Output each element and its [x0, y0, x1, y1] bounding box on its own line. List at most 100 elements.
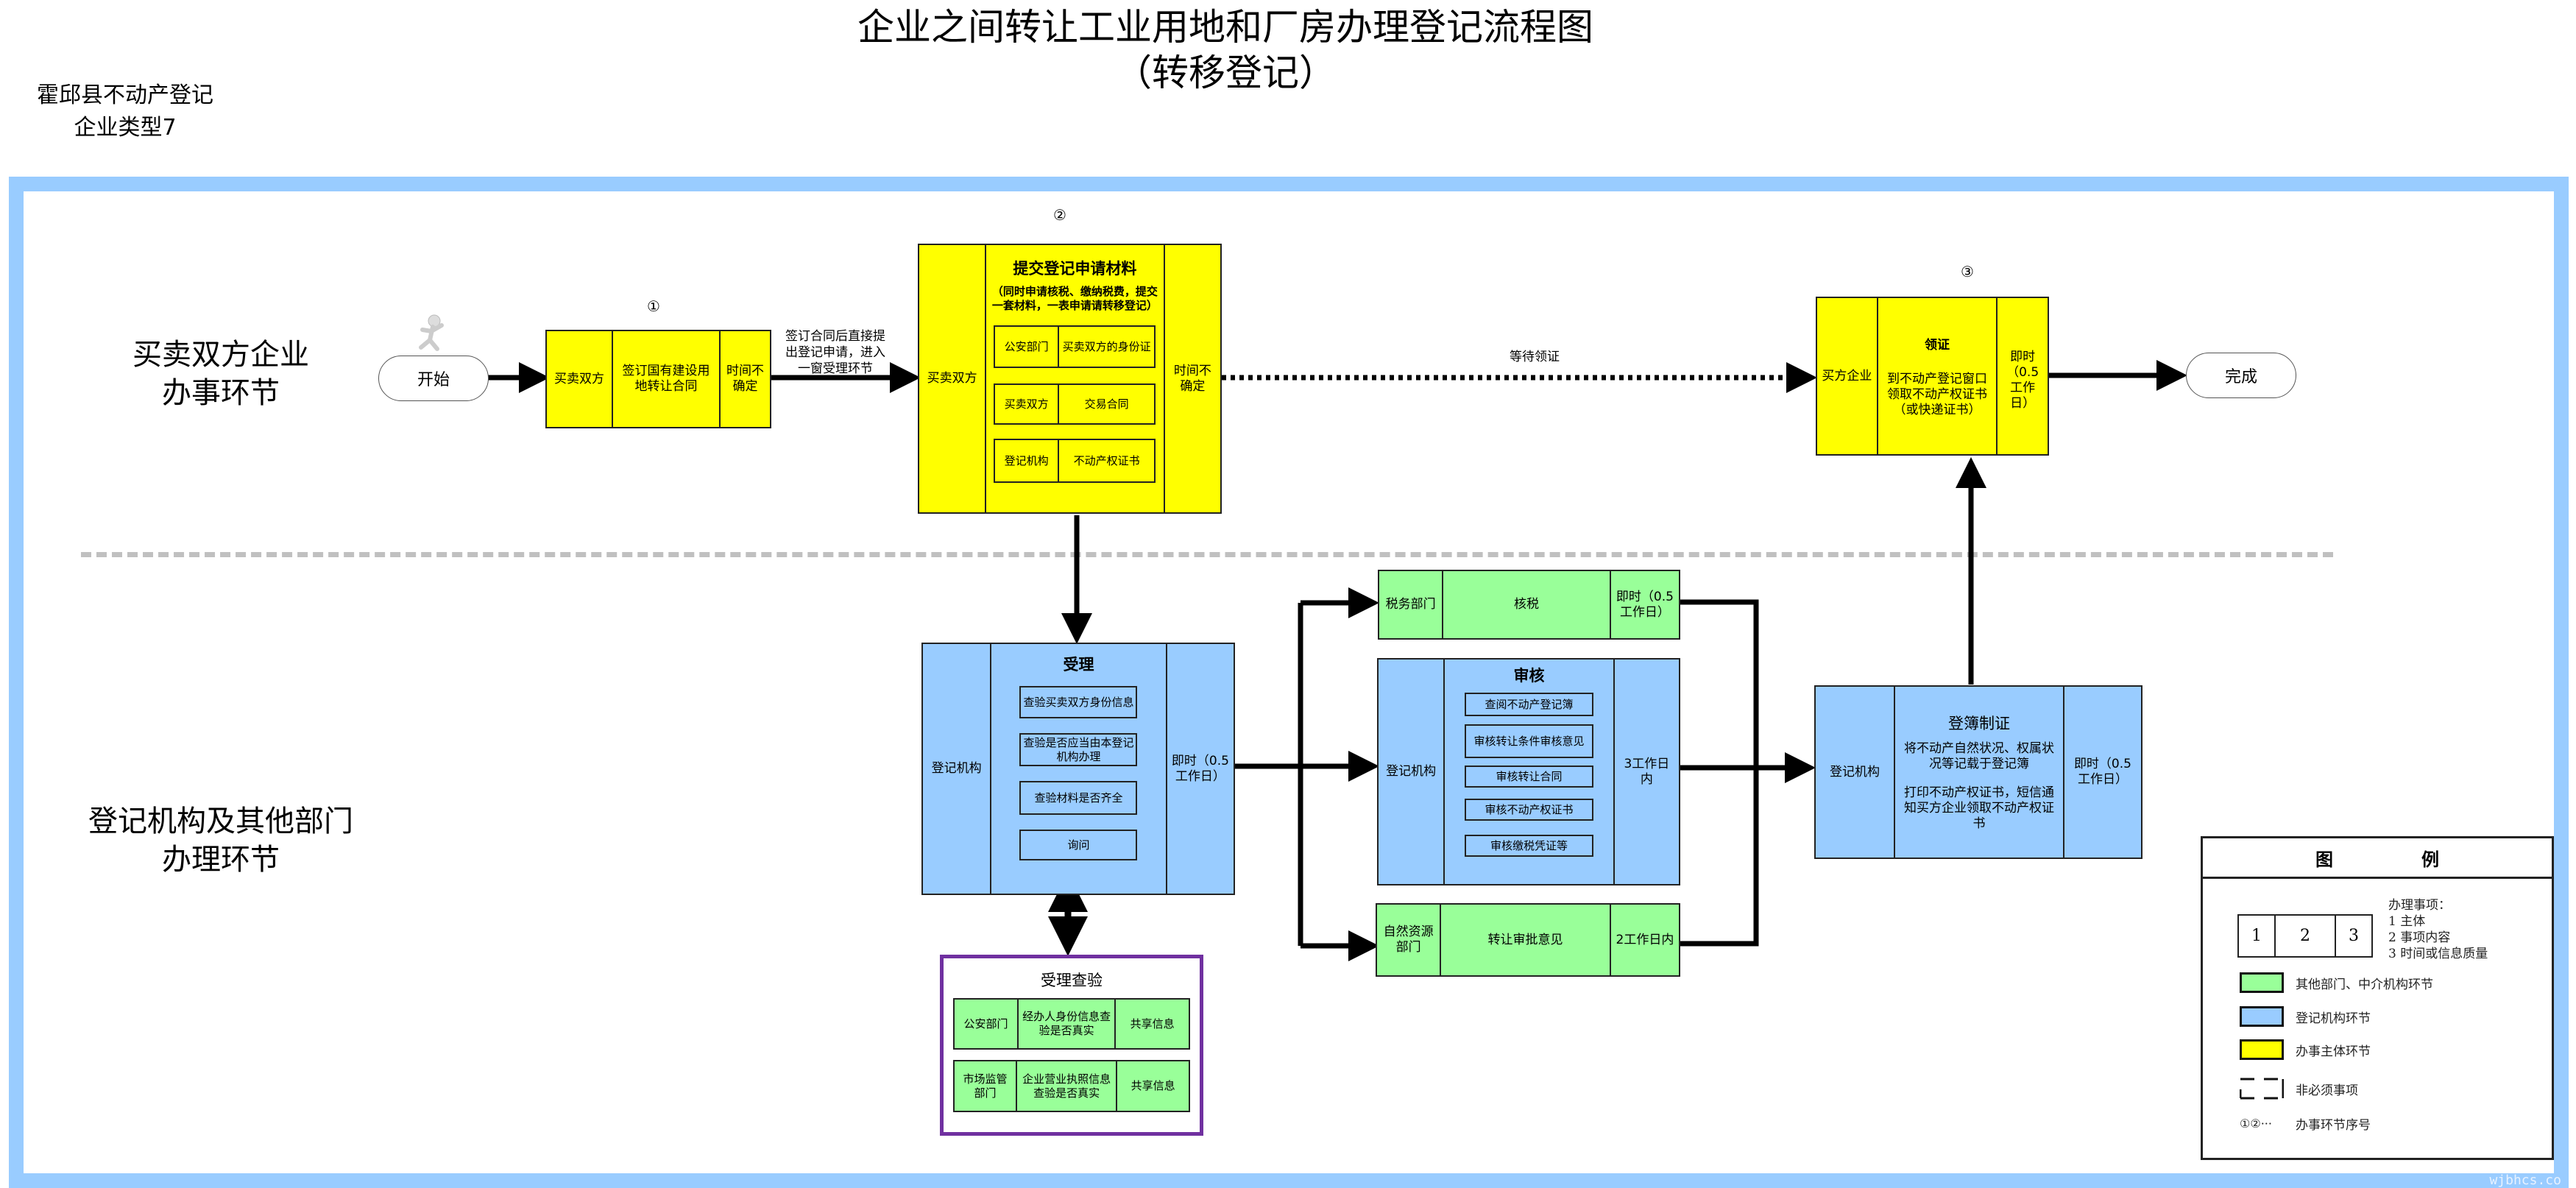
legend-green-label: 其他部门、中介机构环节	[2296, 977, 2433, 992]
material-source: 公安部门	[1004, 339, 1049, 353]
step3-main: 领证 到不动产登记窗口领取不动产权证书（或快递证书）	[1876, 298, 1996, 454]
verify-result: 共享信息	[1116, 1061, 1189, 1111]
review-subject: 登记机构	[1386, 764, 1437, 779]
record-main: 登簿制证 将不动产自然状况、权属状况等记载于登记簿 打印不动产权证书，短信通知买…	[1894, 687, 2063, 858]
verify-result: 共享信息	[1114, 1000, 1189, 1048]
record-para1: 将不动产自然状况、权属状况等记载于登记簿	[1903, 740, 2054, 771]
review-main: 审核 查阅不动产登记簿 审核转让条件审核意见 审核转让合同 审核不动产权证书 审…	[1443, 660, 1613, 884]
lane-label-line: 办事环节	[162, 376, 280, 410]
review-item: 审核转让合同	[1464, 766, 1593, 788]
verify-content: 经办人身份信息查验是否真实	[1016, 1000, 1114, 1048]
step3-title: 领证	[1925, 337, 1950, 353]
step3-time: 即时（0.5工作日）	[1996, 298, 2048, 454]
material-item: 交易合同	[1057, 385, 1155, 423]
legend-cell: 3	[2335, 916, 2371, 956]
lane-label-line: 办理环节	[162, 843, 280, 877]
legend-explain-line: 1 主体	[2388, 914, 2426, 929]
material-item: 不动产权证书	[1057, 440, 1155, 481]
material-row: 登记机构 不动产权证书	[994, 439, 1156, 483]
tax-box: 税务部门 核税 即时（0.5工作日）	[1378, 570, 1680, 640]
accept-subject: 登记机构	[931, 761, 982, 776]
legend-seq: ①②··· 办事环节序号	[2240, 1114, 2371, 1133]
end-terminal: 完成	[2186, 353, 2296, 398]
step1-content: 签订国有建设用地转让合同	[612, 331, 719, 427]
review-item: 查阅不动产登记簿	[1464, 693, 1593, 716]
note-wait: 等待领证	[1510, 350, 1560, 364]
review-item: 审核不动产权证书	[1464, 799, 1593, 821]
lane-label-line: 买卖双方企业	[132, 338, 309, 372]
legend: 图 例 1 2 3 办理事项： 1 主体 2 事项内容 3 时间或信息质量 其他…	[2201, 836, 2554, 1160]
legend-yellow-label: 办事主体环节	[2296, 1044, 2371, 1059]
legend-explain-line: 3 时间或信息质量	[2388, 947, 2488, 961]
verify-box: 受理查验 公安部门 经办人身份信息查验是否真实 共享信息 市场监管部门 企业营业…	[940, 955, 1203, 1136]
material-row: 买卖双方 交易合同	[994, 383, 1156, 425]
page-title: 企业之间转让工业用地和厂房办理登记流程图	[857, 6, 1593, 49]
lane-label-line: 登记机构及其他部门	[88, 805, 353, 838]
tax-subject: 税务部门	[1385, 597, 1436, 612]
material-row: 公安部门 买卖双方的身份证	[994, 325, 1156, 368]
accept-title: 受理	[1063, 656, 1094, 673]
step1-box: 买卖双方 签订国有建设用地转让合同 时间不确定	[545, 330, 771, 428]
record-time: 即时（0.5工作日）	[2062, 687, 2141, 858]
note-line: 出登记申请，进入	[785, 345, 885, 360]
legend-explain-head: 办理事项：	[2388, 898, 2451, 913]
legend-cell-sample: 1 2 3	[2237, 914, 2373, 958]
step1-subject: 买卖双方	[554, 371, 604, 386]
nature-subject: 自然资源部门	[1383, 924, 1434, 955]
step1-time: 时间不确定	[719, 331, 770, 427]
verify-dept: 市场监管部门	[963, 1072, 1008, 1100]
note-after-sign: 签订合同后直接提 出登记申请，进入 一窗受理环节	[780, 328, 891, 377]
legend-explain-line: 2 事项内容	[2388, 930, 2451, 945]
step2-subject: 买卖双方	[927, 371, 977, 386]
legend-cell: 2	[2274, 916, 2335, 956]
org-label: 霍邱县不动产登记 企业类型7	[15, 79, 236, 144]
accept-main: 受理 查验买卖双方身份信息 查验是否应当由本登记机构办理 查验材料是否齐全 询问	[990, 644, 1166, 894]
tax-content: 核税	[1442, 571, 1610, 638]
step-number-1: ①	[647, 297, 660, 315]
legend-yellow: 办事主体环节	[2240, 1039, 2371, 1060]
verify-title: 受理查验	[1041, 972, 1103, 989]
green-swatch	[2240, 972, 2284, 993]
review-title: 审核	[1513, 667, 1545, 685]
review-item: 审核缴税凭证等	[1464, 835, 1593, 857]
lane-separator	[81, 552, 2333, 557]
legend-seq-label: 办事环节序号	[2296, 1118, 2371, 1133]
sequence-symbol: ①②···	[2240, 1117, 2272, 1131]
step3-content: 到不动产登记窗口领取不动产权证书（或快递证书）	[1887, 371, 1988, 417]
diagram-frame	[9, 177, 2569, 1188]
record-title: 登簿制证	[1947, 714, 2010, 732]
enterprise-type: 企业类型7	[74, 115, 177, 141]
tax-time: 即时（0.5工作日）	[1609, 571, 1679, 638]
step2-subtitle: （同时申请核税、缴纳税费，提交一套材料，一表申请请转移登记）	[991, 285, 1158, 312]
step-number-3: ③	[1961, 263, 1974, 280]
verify-dept: 公安部门	[963, 1016, 1008, 1030]
watermark: wjbhcs.co	[2489, 1173, 2561, 1188]
nature-box: 自然资源部门 转让审批意见 2工作日内	[1376, 903, 1680, 977]
verify-row: 市场监管部门 企业营业执照信息查验是否真实 共享信息	[953, 1060, 1190, 1112]
accept-item: 查验买卖双方身份信息	[1019, 686, 1138, 718]
verify-row: 公安部门 经办人身份信息查验是否真实 共享信息	[953, 998, 1190, 1050]
org-name: 霍邱县不动产登记	[37, 82, 213, 108]
blue-swatch	[2240, 1006, 2284, 1027]
legend-blue: 登记机构环节	[2240, 1006, 2371, 1027]
accept-box: 登记机构 受理 查验买卖双方身份信息 查验是否应当由本登记机构办理 查验材料是否…	[921, 643, 1235, 895]
step3-subject: 买方企业	[1822, 368, 1872, 383]
legend-cell: 1	[2251, 927, 2262, 945]
step2-box: 买卖双方 提交登记申请材料 （同时申请核税、缴纳税费，提交一套材料，一表申请请转…	[918, 244, 1222, 514]
start-terminal: 开始	[378, 356, 489, 401]
step-number-2: ②	[1053, 206, 1066, 224]
accept-item: 询问	[1019, 830, 1138, 860]
note-line: 一窗受理环节	[798, 361, 873, 376]
nature-content: 转让审批意见	[1440, 905, 1610, 975]
legend-dashed-label: 非必须事项	[2296, 1083, 2358, 1098]
record-para2: 打印不动产权证书，短信通知买方企业领取不动产权证书	[1903, 785, 2054, 831]
runner-icon	[419, 314, 444, 351]
record-box: 登记机构 登簿制证 将不动产自然状况、权属状况等记载于登记簿 打印不动产权证书，…	[1814, 685, 2142, 859]
dashed-box-icon	[2240, 1078, 2284, 1100]
review-box: 登记机构 审核 查阅不动产登记簿 审核转让条件审核意见 审核转让合同 审核不动产…	[1377, 658, 1680, 885]
accept-time: 即时（0.5工作日）	[1165, 644, 1234, 894]
material-source: 登记机构	[1004, 453, 1049, 467]
review-time: 3工作日内	[1613, 660, 1679, 884]
legend-explain: 办理事项： 1 主体 2 事项内容 3 时间或信息质量	[2388, 897, 2488, 962]
step2-time: 时间不确定	[1163, 245, 1220, 512]
